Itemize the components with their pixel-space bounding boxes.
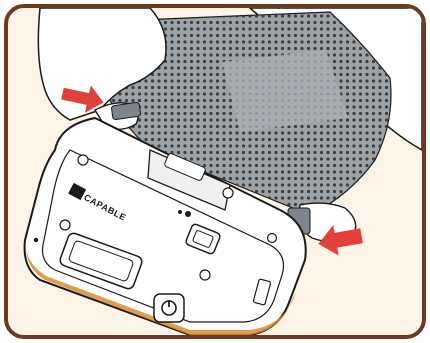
screw — [268, 234, 277, 243]
screw — [60, 220, 70, 230]
screw — [78, 155, 88, 165]
camera-icon — [185, 211, 191, 217]
screw — [223, 188, 233, 198]
power-icon — [154, 294, 184, 322]
screw — [200, 270, 210, 280]
